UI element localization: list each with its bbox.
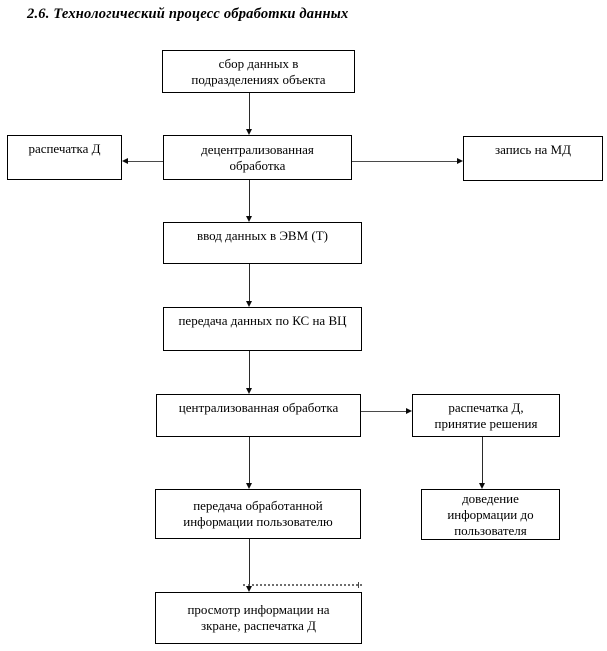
- node-transfer-ks-vc-label: передача данных по КС на ВЦ: [178, 313, 347, 328]
- node-deliver-to-user: доведение информации до пользователя: [421, 489, 560, 540]
- node-decentralized-processing-label: децентрализованная обработка: [201, 141, 314, 173]
- edge-centralized-to-printout-decision-arrow: [361, 408, 412, 416]
- edge-transfer-user-to-view-arrow: [246, 539, 253, 592]
- arrowhead-down-icon: [479, 483, 485, 489]
- edge-line: [249, 180, 250, 217]
- page-title: 2.6. Технологический процесс обработки д…: [27, 6, 349, 22]
- edge-line: [249, 437, 250, 484]
- node-transfer-to-user-label: передача обработанной информации пользов…: [183, 498, 333, 529]
- node-collect-data: сбор данных в подразделениях объекта: [162, 50, 355, 93]
- edge-decentralized-to-input-arrow: [246, 180, 253, 222]
- edge-decentralized-to-printout-arrow: [122, 158, 163, 166]
- arrowhead-down-icon: [246, 129, 252, 135]
- node-decentralized-processing: децентрализованная обработка: [163, 135, 352, 180]
- edge-line: [249, 351, 250, 389]
- arrowhead-left-icon: [122, 158, 128, 164]
- arrowhead-down-icon: [246, 586, 252, 592]
- arrowhead-down-icon: [246, 301, 252, 307]
- edge-transfer-to-centralized-arrow: [246, 351, 253, 394]
- edge-line: [127, 161, 163, 162]
- node-centralized-processing-label: централизованная обработка: [178, 400, 339, 415]
- edge-line: [352, 161, 458, 162]
- edge-printout-decision-to-deliver-arrow: [479, 437, 486, 489]
- node-view-screen: просмотр информации на зкране, распечатк…: [155, 592, 362, 644]
- scan-artifact-dotted-line: [243, 584, 362, 586]
- edge-line: [249, 93, 250, 130]
- scan-artifact-tick: [358, 582, 359, 588]
- edge-line: [482, 437, 483, 484]
- node-collect-data-label: сбор данных в подразделениях объекта: [191, 55, 326, 87]
- node-record-md-label: запись на МД: [494, 142, 571, 157]
- arrowhead-right-icon: [406, 408, 412, 414]
- node-printout-decision-label: распечатка Д, принятие решения: [434, 399, 538, 431]
- node-transfer-to-user: передача обработанной информации пользов…: [155, 489, 361, 539]
- node-printout-d: распечатка Д: [7, 135, 122, 180]
- edge-centralized-to-transfer-user-arrow: [246, 437, 253, 489]
- node-transfer-ks-vc: передача данных по КС на ВЦ: [163, 307, 362, 351]
- edge-decentralized-to-record-md-arrow: [352, 158, 463, 166]
- node-centralized-processing: централизованная обработка: [156, 394, 361, 437]
- node-deliver-to-user-label: доведение информации до пользователя: [447, 490, 534, 538]
- edge-line: [361, 411, 407, 412]
- node-input-evm-label: ввод данных в ЭВМ (Т): [196, 228, 328, 243]
- arrowhead-down-icon: [246, 216, 252, 222]
- edge-input-to-transfer-arrow: [246, 264, 253, 307]
- edge-collect-to-decentralized-arrow: [246, 93, 253, 135]
- node-input-evm: ввод данных в ЭВМ (Т): [163, 222, 362, 264]
- arrowhead-down-icon: [246, 483, 252, 489]
- edge-line: [249, 539, 250, 587]
- arrowhead-down-icon: [246, 388, 252, 394]
- arrowhead-right-icon: [457, 158, 463, 164]
- edge-line: [249, 264, 250, 302]
- node-printout-decision: распечатка Д, принятие решения: [412, 394, 560, 437]
- node-view-screen-label: просмотр информации на зкране, распечатк…: [187, 602, 330, 633]
- node-printout-d-label: распечатка Д: [28, 141, 101, 156]
- node-record-md: запись на МД: [463, 136, 603, 181]
